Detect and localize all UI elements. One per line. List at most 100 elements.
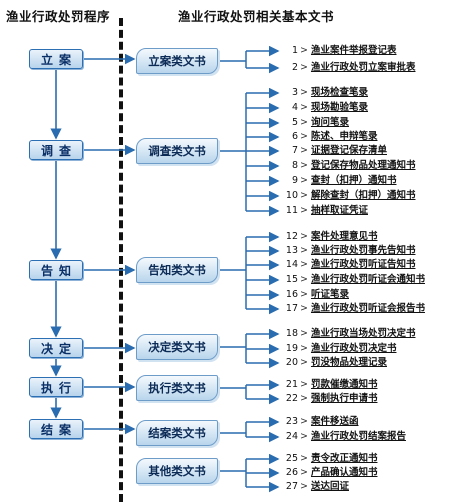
document-number: 24: [285, 431, 298, 442]
document-item: 23>案件移送函: [282, 415, 359, 429]
document-title: 强制执行申请书: [310, 393, 378, 404]
stage-5: 执行: [29, 377, 83, 397]
document-item: 17>渔业行政处罚听证会报告书: [282, 302, 425, 316]
document-number: 10: [285, 190, 298, 201]
chevron-icon: >: [300, 393, 308, 404]
chevron-icon: >: [300, 245, 308, 256]
document-number: 26: [285, 467, 298, 478]
document-title: 现场检查笔录: [310, 87, 368, 98]
chevron-icon: >: [300, 416, 308, 427]
chevron-icon: >: [300, 289, 308, 300]
document-item: 7>证据登记保存清单: [282, 144, 387, 158]
document-item: 15>渔业行政处罚听证会通知书: [282, 273, 425, 287]
document-title: 罚款催缴通知书: [310, 379, 378, 390]
document-item: 6>陈述、申辩笔录: [282, 130, 378, 144]
chevron-icon: >: [300, 160, 308, 171]
document-category-7: 其他类文书: [136, 458, 218, 484]
document-item: 27>送达回证: [282, 480, 349, 494]
chevron-icon: >: [300, 431, 308, 442]
document-number: 1: [291, 45, 298, 56]
document-title: 渔业行政处罚听证会通知书: [310, 274, 425, 285]
chevron-icon: >: [300, 453, 308, 464]
document-number: 14: [285, 259, 298, 270]
document-number: 8: [291, 160, 298, 171]
stage-3: 告知: [29, 260, 83, 280]
stage-6: 结案: [29, 419, 83, 439]
document-title: 案件处理意见书: [310, 231, 378, 242]
document-number: 7: [291, 145, 298, 156]
stage-1: 立案: [29, 49, 83, 69]
chevron-icon: >: [300, 145, 308, 156]
document-item: 24>渔业行政处罚结案报告: [282, 430, 406, 444]
document-item: 8>登记保存物品处理通知书: [282, 159, 416, 173]
document-title: 证据登记保存清单: [310, 145, 387, 156]
chevron-icon: >: [300, 87, 308, 98]
document-category-2: 调查类文书: [136, 138, 218, 164]
document-item: 19>渔业行政处罚决定书: [282, 342, 397, 356]
document-category-3: 告知类文书: [136, 257, 218, 283]
document-item: 10>解除查封（扣押）通知书: [282, 189, 416, 203]
document-number: 18: [285, 328, 298, 339]
chevron-icon: >: [300, 328, 308, 339]
document-number: 21: [285, 379, 298, 390]
document-title: 渔业行政当场处罚决定书: [310, 328, 416, 339]
document-item: 1>渔业案件举报登记表: [282, 44, 397, 58]
document-number: 16: [285, 289, 298, 300]
document-number: 11: [285, 205, 298, 216]
procedure-title: 渔业行政处罚程序: [6, 9, 111, 24]
chevron-icon: >: [300, 274, 308, 285]
dashed-divider: [119, 18, 123, 502]
chevron-icon: >: [300, 379, 308, 390]
document-number: 22: [285, 393, 298, 404]
document-category-6: 结案类文书: [136, 420, 218, 446]
document-item: 22>强制执行申请书: [282, 392, 378, 406]
document-item: 5>询问笔录: [282, 116, 349, 130]
document-item: 21>罚款催缴通知书: [282, 378, 378, 392]
chevron-icon: >: [300, 190, 308, 201]
document-number: 19: [285, 343, 298, 354]
document-title: 询问笔录: [310, 117, 349, 128]
document-number: 5: [291, 117, 298, 128]
document-category-5: 执行类文书: [136, 375, 218, 401]
document-number: 13: [285, 245, 298, 256]
stage-4: 决定: [29, 338, 83, 358]
document-title: 渔业行政处罚听证告知书: [310, 259, 416, 270]
chevron-icon: >: [300, 131, 308, 142]
document-title: 案件移送函: [310, 416, 359, 427]
document-title: 渔业行政处罚结案报告: [310, 431, 406, 442]
document-title: 送达回证: [310, 481, 349, 492]
document-number: 12: [285, 231, 298, 242]
stage-2: 调查: [29, 140, 83, 160]
document-title: 听证笔录: [310, 289, 349, 300]
document-item: 16>听证笔录: [282, 288, 349, 302]
chevron-icon: >: [300, 481, 308, 492]
document-title: 罚没物品处理记录: [310, 357, 387, 368]
document-item: 12>案件处理意见书: [282, 230, 378, 244]
document-item: 25>责令改正通知书: [282, 452, 378, 466]
document-title: 渔业行政处罚事先告知书: [310, 245, 416, 256]
document-category-4: 决定类文书: [136, 334, 218, 360]
document-title: 渔业行政处罚立案审批表: [310, 62, 416, 73]
document-number: 15: [285, 274, 298, 285]
document-item: 3>现场检查笔录: [282, 86, 368, 100]
document-item: 9>查封（扣押）通知书: [282, 174, 397, 188]
document-item: 4>现场勘验笔录: [282, 101, 368, 115]
document-number: 6: [291, 131, 298, 142]
document-title: 产品确认通知书: [310, 467, 378, 478]
chevron-icon: >: [300, 205, 308, 216]
documents-title: 渔业行政处罚相关基本文书: [178, 9, 335, 24]
document-number: 17: [285, 303, 298, 314]
document-item: 20>罚没物品处理记录: [282, 356, 387, 370]
document-item: 26>产品确认通知书: [282, 466, 378, 480]
document-title: 查封（扣押）通知书: [310, 175, 397, 186]
document-item: 13>渔业行政处罚事先告知书: [282, 244, 416, 258]
document-item: 18>渔业行政当场处罚决定书: [282, 327, 416, 341]
chevron-icon: >: [300, 117, 308, 128]
document-number: 9: [291, 175, 298, 186]
chevron-icon: >: [300, 175, 308, 186]
document-item: 2>渔业行政处罚立案审批表: [282, 61, 416, 75]
document-title: 责令改正通知书: [310, 453, 378, 464]
document-item: 14>渔业行政处罚听证告知书: [282, 258, 416, 272]
document-title: 渔业行政处罚决定书: [310, 343, 397, 354]
